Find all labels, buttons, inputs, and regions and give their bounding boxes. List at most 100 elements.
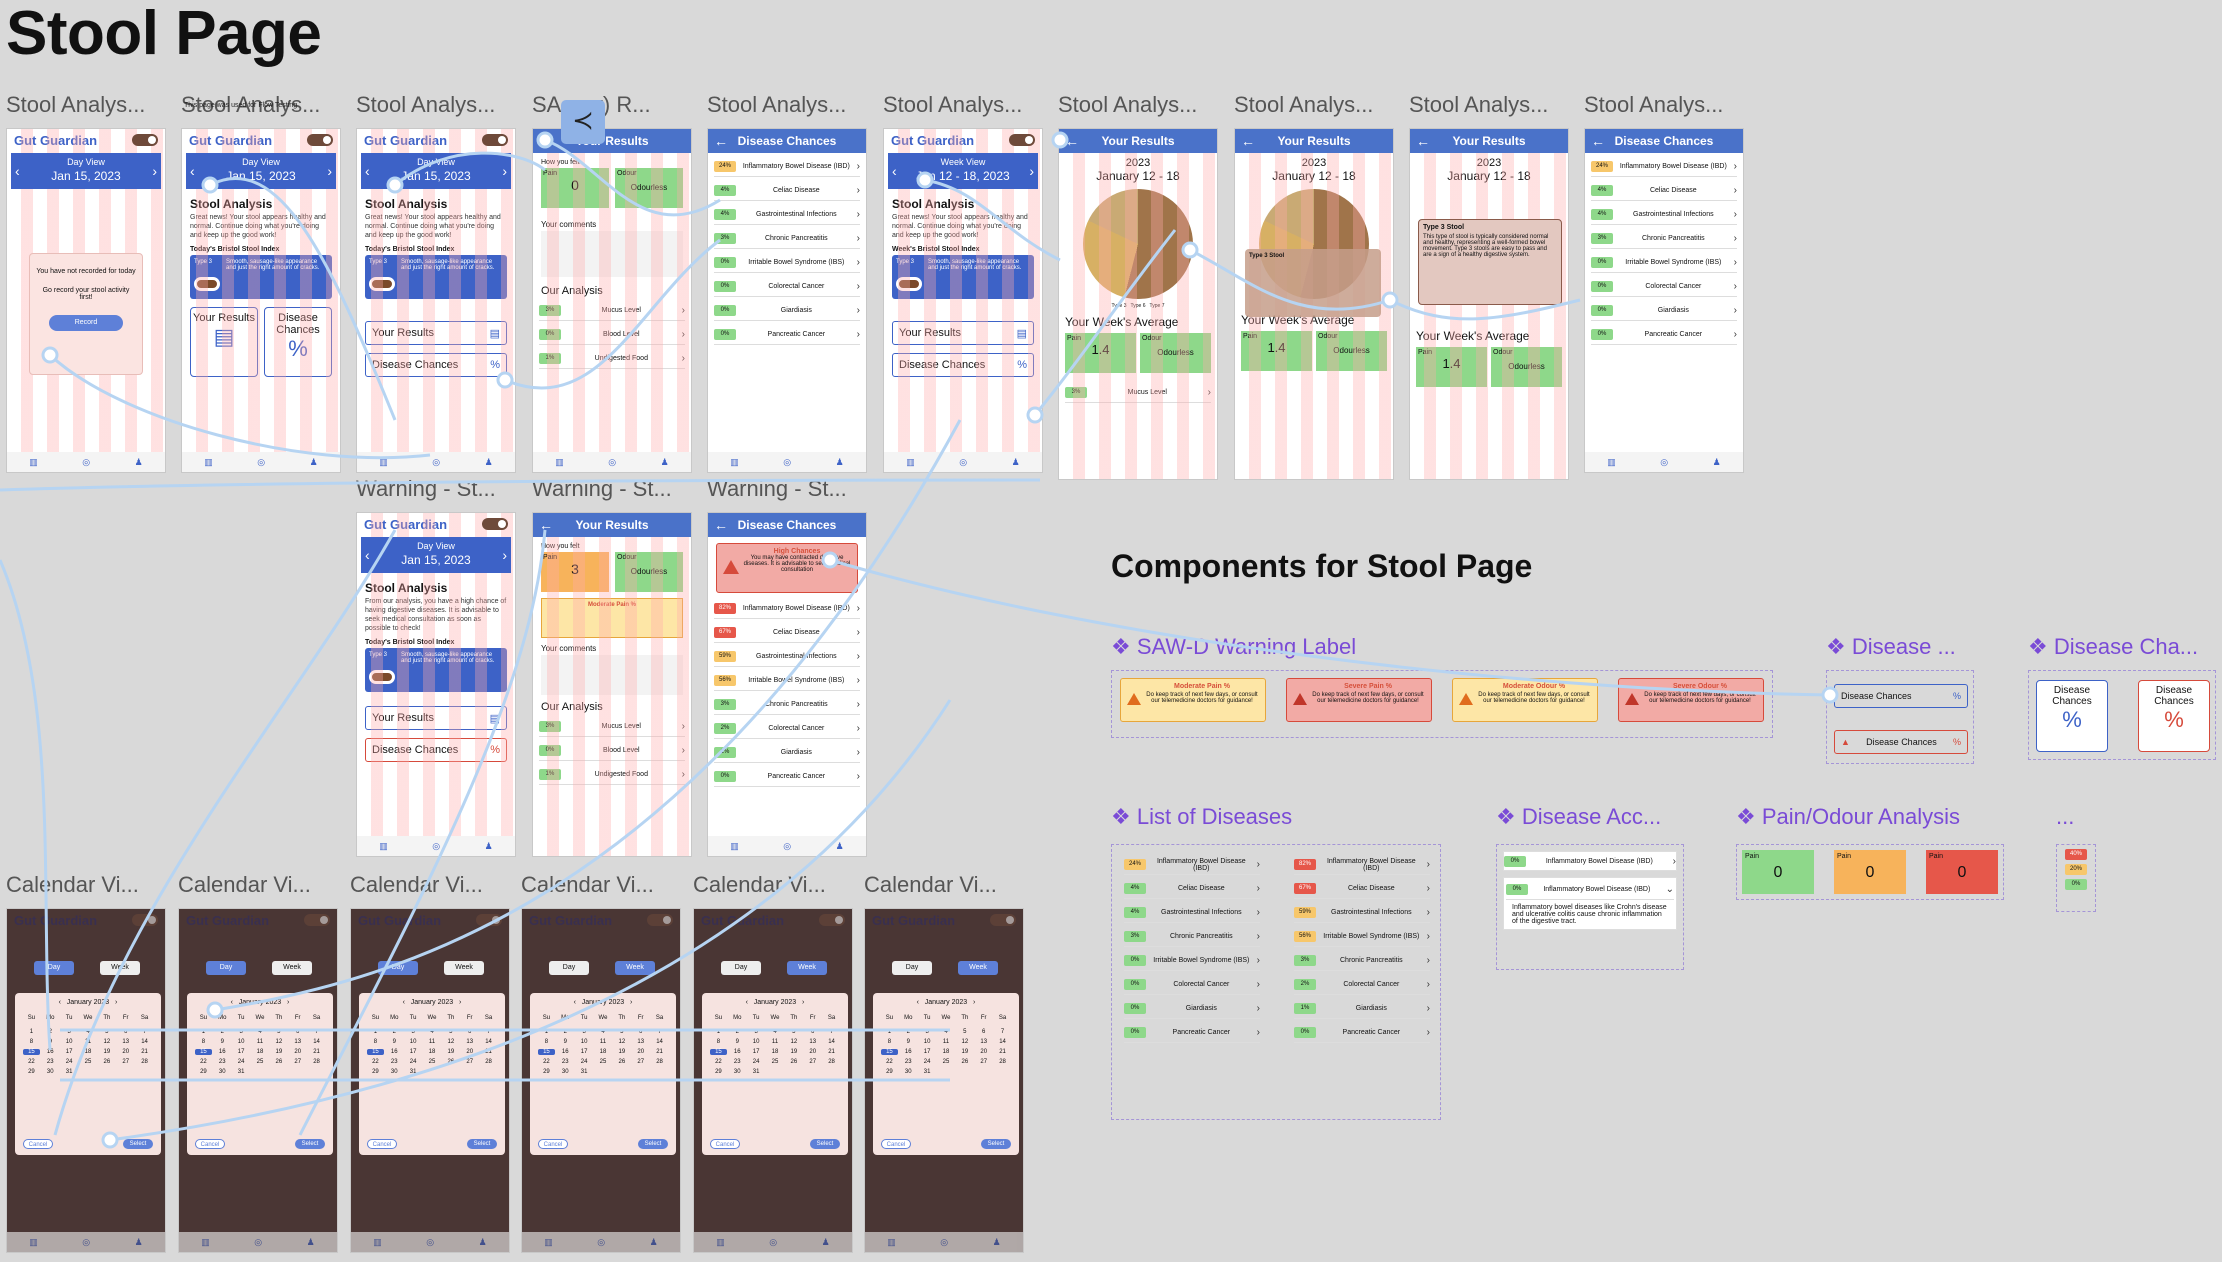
your-results-button[interactable]: Your Results▤ [892,321,1034,345]
disease-row[interactable]: 0%Irritable Bowel Syndrome (IBS)› [1124,951,1260,971]
calendar-day[interactable]: 18 [256,1049,264,1055]
disease-row[interactable]: 0%Colorectal Cancer› [714,277,860,297]
telemedicine-icon[interactable]: ♟ [835,456,844,467]
calendar-day[interactable]: 10 [752,1039,760,1045]
calendar-day[interactable]: 24 [580,1059,588,1065]
disease-row[interactable]: 4%Celiac Disease› [1591,181,1737,201]
analysis-icon[interactable]: ▥ [555,456,564,467]
calendar-day[interactable]: 10 [237,1039,245,1045]
select-button[interactable]: Select [123,1139,153,1149]
disease-row[interactable]: 24%Inflammatory Bowel Disease (IBD)› [1124,855,1260,875]
calendar-day[interactable]: 9 [48,1039,52,1045]
week-tab[interactable]: Week [100,961,140,975]
calendar-day[interactable]: 5 [963,1029,967,1035]
telemedicine-icon[interactable]: ♟ [484,840,493,851]
calendar-day[interactable]: 4 [773,1029,777,1035]
disease-chances-button[interactable]: Disease Chances% [1834,684,1968,708]
calendar-day[interactable]: 15 [23,1049,40,1055]
calendar-day[interactable]: 3 [67,1029,71,1035]
date-selector[interactable]: ‹ Day View Jan 15, 2023 › [186,153,336,189]
date-selector[interactable]: ‹ Day View Jan 15, 2023 › [361,537,511,573]
calendar-day[interactable]: 22 [715,1059,722,1065]
calendar-day[interactable]: 24 [237,1059,245,1065]
back-arrow-icon[interactable]: ← [539,133,553,149]
calendar-day[interactable]: 31 [65,1069,73,1075]
telemedicine-icon[interactable]: ♟ [1011,456,1020,467]
calendar-day[interactable]: 12 [618,1039,626,1045]
calendar-day[interactable]: 12 [790,1039,798,1045]
calendar-day[interactable]: 16 [733,1049,741,1055]
capture-icon[interactable]: ◎ [82,1236,91,1247]
calendar-day[interactable]: 17 [237,1049,245,1055]
stool-type-pie[interactable] [1083,189,1193,299]
calendar-day[interactable]: 14 [656,1039,663,1045]
calendar-day[interactable]: 3 [754,1029,758,1035]
capture-icon[interactable]: ◎ [940,1236,949,1247]
toggle-switch[interactable] [482,134,508,146]
calendar-day[interactable]: 6 [639,1029,643,1035]
disease-row[interactable]: 0%Irritable Bowel Syndrome (IBS)› [714,253,860,273]
calendar-day[interactable]: 12 [103,1039,111,1045]
date-selector[interactable]: ‹ Day View Jan 15, 2023 › [11,153,161,189]
toggle-switch[interactable] [307,134,333,146]
calendar-day[interactable]: 8 [201,1039,206,1045]
calendar-day[interactable]: 22 [886,1059,893,1065]
telemedicine-icon[interactable]: ♟ [649,1236,658,1247]
calendar-day[interactable]: 17 [752,1049,760,1055]
telemedicine-icon[interactable]: ♟ [835,840,844,851]
calendar-day[interactable]: 30 [390,1069,398,1075]
calendar-day[interactable]: 8 [544,1039,549,1045]
cancel-button[interactable]: Cancel [195,1139,225,1149]
calendar-day[interactable]: 5 [277,1029,281,1035]
calendar-day[interactable]: 24 [409,1059,417,1065]
disease-row[interactable]: 0%Pancreatic Cancer› [1294,1023,1430,1043]
calendar-day[interactable]: 20 [980,1049,988,1055]
calendar-day[interactable]: 7 [486,1029,491,1035]
calendar-day[interactable]: 9 [906,1039,910,1045]
calendar-day[interactable]: 19 [790,1049,798,1055]
calendar-day[interactable]: 26 [103,1059,111,1065]
disease-row[interactable]: 59%Gastrointestinal Infections› [1294,903,1430,923]
calendar-day[interactable]: 7 [142,1029,147,1035]
calendar-day[interactable]: 17 [580,1049,588,1055]
calendar-day[interactable]: 3 [925,1029,929,1035]
calendar-day[interactable]: 27 [466,1059,474,1065]
capture-icon[interactable]: ◎ [608,456,617,467]
day-tab[interactable]: Day [206,961,246,975]
disease-chances-button-warning[interactable]: ▲Disease Chances% [1834,730,1968,754]
capture-icon[interactable]: ◎ [254,1236,263,1247]
analysis-icon[interactable]: ▥ [204,456,213,467]
calendar-day[interactable]: 1 [716,1029,721,1035]
calendar-day[interactable]: 15 [881,1049,898,1055]
calendar-day[interactable]: 24 [752,1059,760,1065]
calendar-day[interactable]: 28 [999,1059,1006,1065]
analysis-icon[interactable]: ▥ [730,840,739,851]
calendar-day[interactable]: 24 [65,1059,73,1065]
back-arrow-icon[interactable]: ← [1416,133,1430,149]
calendar-day[interactable]: 12 [447,1039,455,1045]
day-tab[interactable]: Day [378,961,418,975]
calendar-day[interactable]: 30 [904,1069,912,1075]
calendar-day[interactable]: 2 [735,1029,739,1035]
telemedicine-icon[interactable]: ♟ [821,1236,830,1247]
day-tab[interactable]: Day [34,961,74,975]
calendar-day[interactable]: 26 [790,1059,798,1065]
select-button[interactable]: Select [295,1139,325,1149]
calendar-day[interactable]: 9 [392,1039,396,1045]
calendar-day[interactable]: 11 [256,1039,264,1045]
toggle-switch[interactable] [132,914,158,926]
chevron-left-icon[interactable]: ‹ [190,163,195,179]
calendar-day[interactable]: 19 [618,1049,626,1055]
analysis-row[interactable]: 1%Undigested Food› [539,349,685,369]
calendar-day[interactable]: 29 [886,1069,893,1075]
calendar-day[interactable]: 11 [428,1039,436,1045]
calendar-day[interactable]: 6 [811,1029,815,1035]
calendar-day[interactable]: 28 [313,1059,320,1065]
analysis-row[interactable]: 3%Mucus Level› [539,717,685,737]
accordion-row[interactable]: 0%Inflammatory Bowel Disease (IBD)› [1503,851,1677,871]
calendar-day[interactable]: 3 [239,1029,243,1035]
chevron-left-icon[interactable]: ‹ [15,163,20,179]
back-arrow-icon[interactable]: ← [1065,133,1079,149]
